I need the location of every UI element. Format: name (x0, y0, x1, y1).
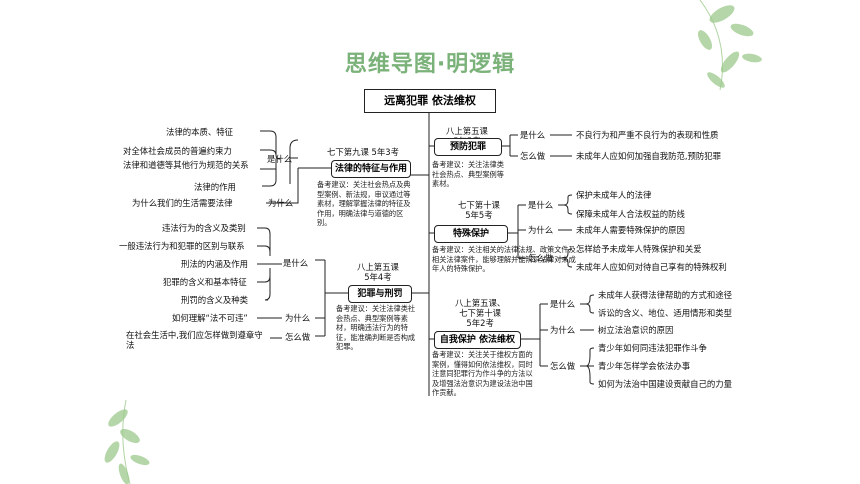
topic-item: 在社会生活中,我们应怎样做到遵章守法 (126, 330, 263, 350)
topic-law-features: 法律的特征与作用 (331, 160, 411, 178)
topic-exam-info: 七下第九课 5年3考 (327, 147, 399, 157)
topic-exam-info: 八上第五课 5年4考 (357, 262, 399, 282)
topic-item: 保护未成年人的法律 (576, 190, 652, 200)
topic-item: 犯罪的含义和基本特征 (163, 277, 247, 287)
topic-item: 刑罚的含义及种类 (181, 295, 248, 305)
topic-item: 不良行为和严重不良行为的表现和性质 (576, 130, 719, 140)
topic-item: 未成年人应如何对待自己享有的特殊权利 (576, 262, 727, 272)
group-label-how: 怎么做 (528, 253, 554, 263)
topic-item: 对全体社会成员的普遍约束力 (123, 146, 232, 156)
group-label-how: 怎么做 (520, 151, 546, 161)
topic-item: 刑法的内涵及作用 (181, 259, 248, 269)
group-label-what: 是什么 (528, 200, 554, 210)
topic-study-note: 备考建议：关注社会热点及典型案例、新法规，审议通过等素材，理解掌握法律的特征及作… (317, 180, 411, 227)
topic-crime-penalty: 犯罪与刑罚 (348, 285, 412, 303)
topic-item: 树立法治意识的原因 (598, 325, 674, 335)
topic-item: 一般违法行为和犯罪的区别与联系 (119, 241, 245, 251)
topic-item: 保障未成年人合法权益的防线 (576, 209, 685, 219)
topic-item: 法律和道德等其他行为规范的关系 (123, 160, 249, 170)
topic-prevent-crime: 预防犯罪 (434, 138, 502, 156)
topic-item: 怎样给予未成年人特殊保护和关爱 (576, 244, 702, 254)
group-label-what: 是什么 (267, 154, 293, 164)
topic-item: 青少年如何同违法犯罪作斗争 (598, 343, 707, 353)
topic-item: 青少年怎样学会依法办事 (598, 361, 691, 371)
topic-item: 诉讼的含义、地位、适用情形和类型 (598, 308, 732, 318)
topic-study-note: 备考建议：关注法律类社会热点、典型案例等素材。 (432, 160, 504, 188)
topic-exam-info: 八上第五课、 七下第十课 5年2考 (455, 298, 506, 328)
group-label-what: 是什么 (520, 130, 546, 140)
root-topic: 远离犯罪 依法维权 (364, 89, 496, 113)
group-label-why: 为什么 (528, 225, 554, 235)
topic-item: 未成年人需要特殊保护的原因 (576, 225, 685, 235)
group-label-how: 怎么做 (285, 332, 311, 342)
topic-item: 为什么我们的生活需要法律 (132, 198, 233, 208)
topic-study-note: 备考建议：关注关于维权方面的案例，懂得如何依法维权，同时注意同犯罪行为作斗争的方… (432, 350, 533, 397)
group-label-why: 为什么 (268, 198, 294, 208)
group-label-what: 是什么 (550, 299, 576, 309)
group-label-why: 为什么 (550, 325, 576, 335)
topic-item: 未成年人应如何加强自我防范,预防犯罪 (576, 151, 722, 161)
page-title: 思维导图·明逻辑 (344, 52, 516, 77)
topic-item: 法律的本质、特征 (166, 127, 233, 137)
group-label-why: 为什么 (285, 313, 311, 323)
topic-study-note: 备考建议：关注相关的法律法规、政策文件及相关法律案件，能够理解并能辨识法律对未成… (432, 245, 576, 273)
topic-special-protection: 特殊保护 (434, 225, 508, 243)
topic-study-note: 备考建议：关注法律类社会热点、典型案例等素材，明确违法行为的特征，能准确判断是否… (336, 304, 416, 351)
topic-item: 法律的作用 (194, 182, 236, 192)
topic-item: 如何理解“法不可违” (172, 313, 248, 323)
topic-item: 违法行为的含义及类别 (162, 223, 246, 233)
group-label-what: 是什么 (283, 258, 309, 268)
topic-item: 如何为法治中国建设贡献自己的力量 (598, 379, 732, 389)
topic-item: 未成年人获得法律帮助的方式和途径 (598, 290, 732, 300)
topic-exam-info: 七下第十课 5年5考 (458, 200, 500, 220)
topic-self-protection: 自我保护 依法维权 (434, 331, 521, 349)
group-label-how: 怎么做 (550, 361, 576, 371)
